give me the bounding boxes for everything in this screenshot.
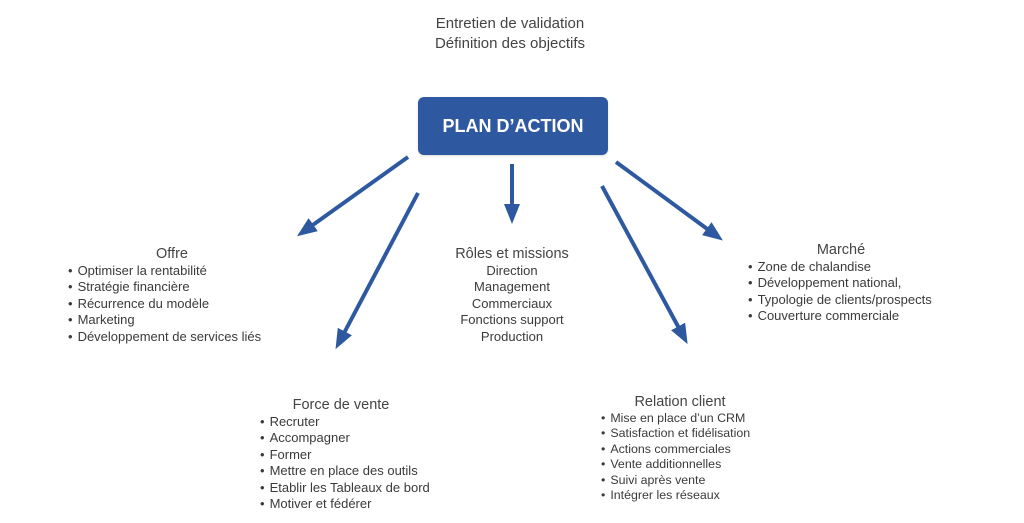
offre-title: Offre	[156, 246, 188, 262]
marche-title: Marché	[816, 242, 866, 258]
arrow-to-force-de-vente	[335, 192, 420, 350]
list-item: Actions commerciales	[601, 442, 759, 457]
relation-client-list: Mise en place d’un CRM Satisfaction et f…	[601, 411, 759, 503]
header-line-2: Définition des objectifs	[434, 35, 586, 52]
list-item: Recruter	[260, 414, 430, 430]
list-item: Management	[474, 279, 550, 295]
list-item: Mise en place d’un CRM	[601, 411, 759, 426]
list-item: Récurrence du modèle	[68, 296, 276, 312]
relation-client-title: Relation client	[634, 394, 726, 410]
relation-client-block: Relation client Mise en place d’un CRM S…	[601, 393, 759, 503]
plan-action-label: PLAN D’ACTION	[442, 115, 584, 136]
roles-title: Rôles et missions	[455, 246, 569, 262]
list-item: Marketing	[68, 312, 276, 328]
list-item: Suivi après vente	[601, 473, 759, 488]
arrow-to-relation-client	[600, 185, 688, 345]
list-item: Optimiser la rentabilité	[68, 263, 276, 279]
list-item: Intégrer les réseaux	[601, 488, 759, 503]
list-item: Typologie de clients/prospects	[748, 292, 934, 308]
force-de-vente-title: Force de vente	[292, 397, 390, 413]
list-item: Motiver et fédérer	[260, 496, 430, 512]
list-item: Zone de chalandise	[748, 259, 934, 275]
arrow-to-marche	[614, 160, 723, 241]
list-item: Couverture commerciale	[748, 308, 934, 324]
roles-block: Rôles et missions Direction Management C…	[432, 245, 592, 345]
list-item: Stratégie financière	[68, 279, 276, 295]
plan-action-box: PLAN D’ACTION	[418, 97, 608, 155]
force-de-vente-list: Recruter Accompagner Former Mettre en pl…	[260, 414, 430, 512]
list-item: Vente additionnelles	[601, 457, 759, 472]
list-item: Direction	[486, 263, 538, 278]
list-item: Satisfaction et fidélisation	[601, 426, 759, 441]
list-item: Développement de services liés	[68, 329, 276, 345]
list-item: Etablir les Tableaux de bord	[260, 480, 430, 496]
arrow-to-offre	[296, 155, 410, 237]
list-item: Fonctions support	[460, 312, 564, 328]
marche-block: Marché Zone de chalandise Développement …	[748, 241, 934, 325]
diagram-header: Entretien de validation Définition des o…	[0, 14, 1020, 54]
list-item: Développement national,	[748, 275, 934, 291]
roles-list: Direction Management Commerciaux Fonctio…	[432, 263, 592, 345]
list-item: Mettre en place des outils	[260, 463, 430, 479]
force-de-vente-block: Force de vente Recruter Accompagner Form…	[260, 396, 430, 512]
list-item: Accompagner	[260, 430, 430, 446]
list-item: Former	[260, 447, 430, 463]
marche-list: Zone de chalandise Développement nationa…	[748, 259, 934, 325]
list-item: Commerciaux	[471, 295, 553, 311]
offre-block: Offre Optimiser la rentabilité Stratégie…	[68, 245, 276, 345]
offre-list: Optimiser la rentabilité Stratégie finan…	[68, 263, 276, 345]
list-item: Production	[480, 328, 544, 344]
header-line-1: Entretien de validation	[435, 15, 585, 32]
